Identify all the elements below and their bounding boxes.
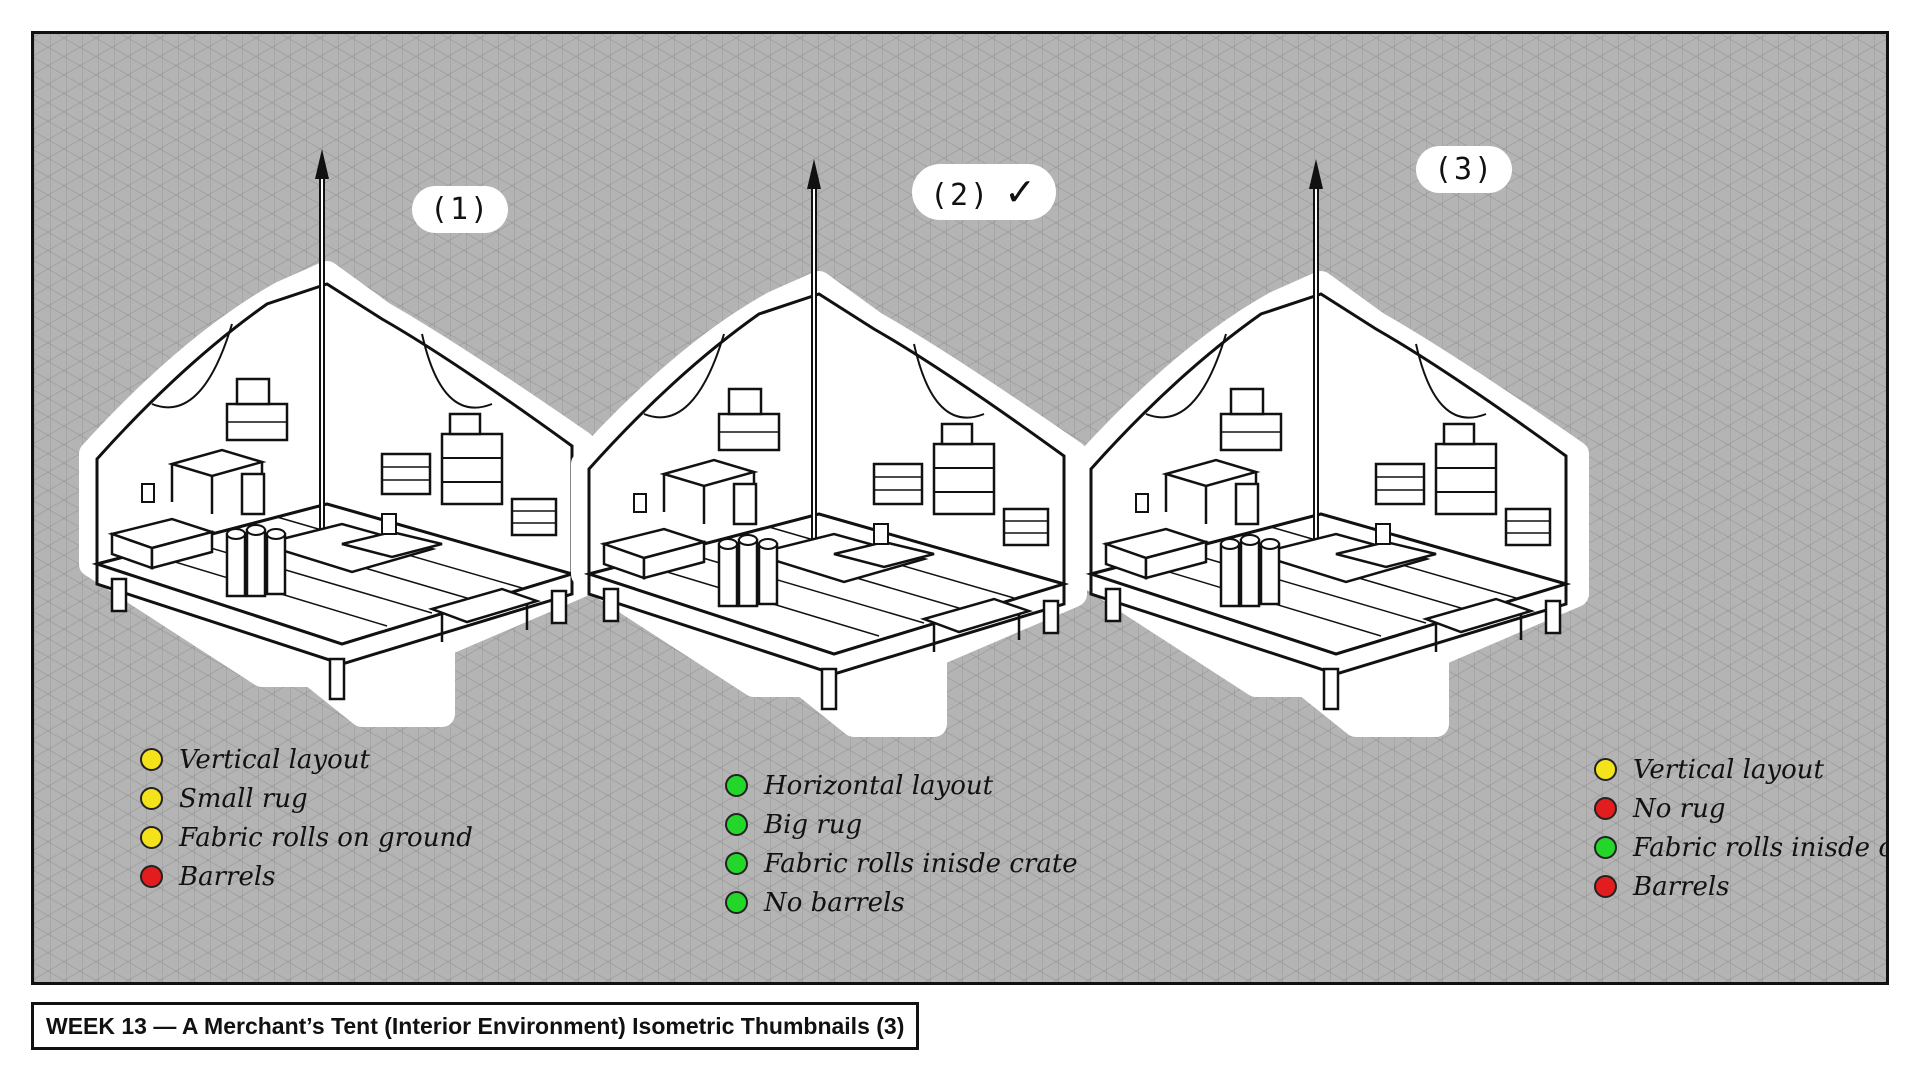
checklist-item: Small rug (140, 779, 473, 818)
checklist-item-text: Vertical layout (179, 744, 370, 775)
status-dot (725, 813, 748, 836)
checklist-item-text: Vertical layout (1633, 754, 1824, 785)
page-caption: WEEK 13 — A Merchant’s Tent (Interior En… (31, 1002, 920, 1050)
checklist-tent-1: Vertical layout Small rug Fabric rolls o… (140, 740, 473, 896)
tent-label-text: (2) (930, 178, 991, 213)
status-dot (140, 787, 163, 810)
checklist-item-text: Fabric rolls inisde crate (1633, 832, 1886, 863)
checklist-item-text: Barrels (1633, 871, 1730, 902)
status-dot (1594, 758, 1617, 781)
checklist-item: Vertical layout (1594, 750, 1886, 789)
checklist-item-text: Horizontal layout (764, 770, 994, 801)
checklist-item: Barrels (1594, 867, 1886, 906)
checklist-tent-2: Horizontal layout Big rug Fabric rolls i… (725, 766, 1078, 922)
status-dot (1594, 836, 1617, 859)
checklist-item-text: Barrels (179, 861, 276, 892)
tent-label-text: (3) (1434, 152, 1495, 187)
checklist-item: Horizontal layout (725, 766, 1078, 805)
status-dot (725, 891, 748, 914)
status-dot (140, 865, 163, 888)
tent-label-text: (1) (430, 192, 491, 227)
checklist-item: Fabric rolls on ground (140, 818, 473, 857)
checklist-tent-3: Vertical layout No rug Fabric rolls inis… (1594, 750, 1886, 906)
artboard: (1) (2) ✓ (3) Vertical layout Small rug F… (31, 31, 1889, 985)
status-dot (1594, 875, 1617, 898)
tent-label-3: (3) (1416, 146, 1513, 193)
status-dot (725, 852, 748, 875)
checklist-item: Big rug (725, 805, 1078, 844)
tent-thumbnail-3 (1086, 159, 1576, 724)
checklist-item-text: No barrels (764, 887, 905, 918)
tent-thumbnail-1 (92, 149, 582, 714)
tent-label-1: (1) (412, 186, 509, 233)
checklist-item: Fabric rolls inisde crate (725, 844, 1078, 883)
checklist-item-text: Fabric rolls inisde crate (764, 848, 1078, 879)
status-dot (1594, 797, 1617, 820)
tent-label-2: (2) ✓ (912, 164, 1057, 220)
checklist-item-text: Big rug (764, 809, 863, 840)
checklist-item: Vertical layout (140, 740, 473, 779)
checklist-item-text: No rug (1633, 793, 1726, 824)
checkmark-icon: ✓ (1004, 170, 1039, 214)
checklist-item: No barrels (725, 883, 1078, 922)
status-dot (140, 826, 163, 849)
checklist-item: No rug (1594, 789, 1886, 828)
tent-thumbnail-2 (584, 159, 1074, 724)
checklist-item: Fabric rolls inisde crate (1594, 828, 1886, 867)
status-dot (725, 774, 748, 797)
status-dot (140, 748, 163, 771)
checklist-item-text: Fabric rolls on ground (179, 822, 473, 853)
checklist-item-text: Small rug (179, 783, 308, 814)
checklist-item: Barrels (140, 857, 473, 896)
